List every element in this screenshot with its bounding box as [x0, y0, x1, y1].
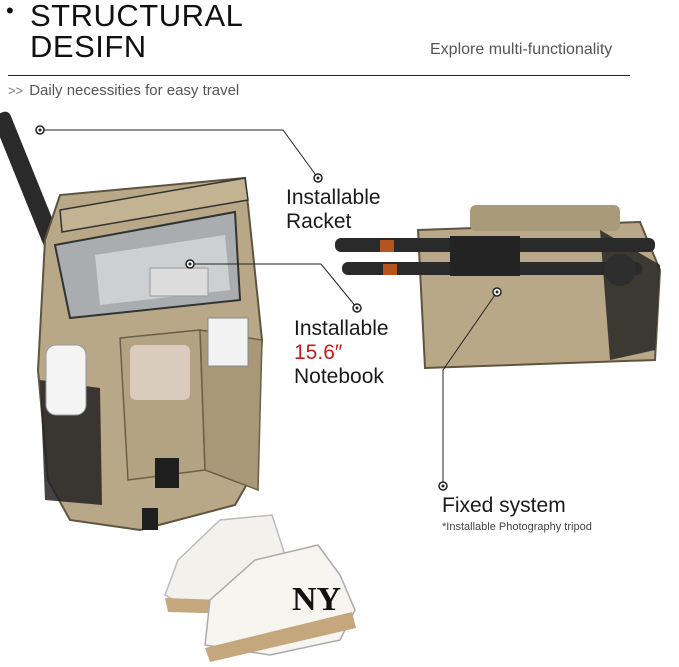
racket-handle-image	[0, 111, 61, 250]
tripod-bag-image	[335, 205, 662, 370]
notebook-callout-line1: Installable	[294, 317, 389, 340]
svg-text:NY: NY	[292, 581, 341, 618]
header-divider	[8, 75, 630, 76]
page-subtitle: Explore multi-functionality	[430, 41, 613, 58]
callout-lines	[40, 129, 498, 484]
tagline-text: Daily necessities for easy travel	[29, 82, 240, 99]
fixed-system-title: Fixed system	[442, 494, 566, 517]
notebook-callout-line3: Notebook	[294, 365, 384, 388]
title-bullet: •	[6, 0, 14, 23]
racket-callout: Installable Racket	[286, 186, 381, 234]
notebook-callout: Installable 15.6″ Notebook	[294, 317, 389, 389]
callout-markers	[35, 125, 502, 491]
backpack-image	[36, 176, 264, 532]
racket-callout-line2: Racket	[286, 210, 352, 233]
title-line-2: DESIFN	[30, 29, 147, 64]
page-title: STRUCTURAL DESIFN	[30, 0, 243, 62]
racket-callout-line1: Installable	[286, 186, 381, 209]
sneakers-image: NY	[164, 514, 356, 662]
notebook-size: 15.6″	[294, 341, 343, 364]
fixed-system-note: *Installable Photography tripod	[442, 521, 592, 533]
tagline: >> Daily necessities for easy travel	[8, 82, 239, 99]
title-line-1: STRUCTURAL	[30, 0, 244, 33]
chevron-right-icon: >>	[8, 83, 24, 98]
